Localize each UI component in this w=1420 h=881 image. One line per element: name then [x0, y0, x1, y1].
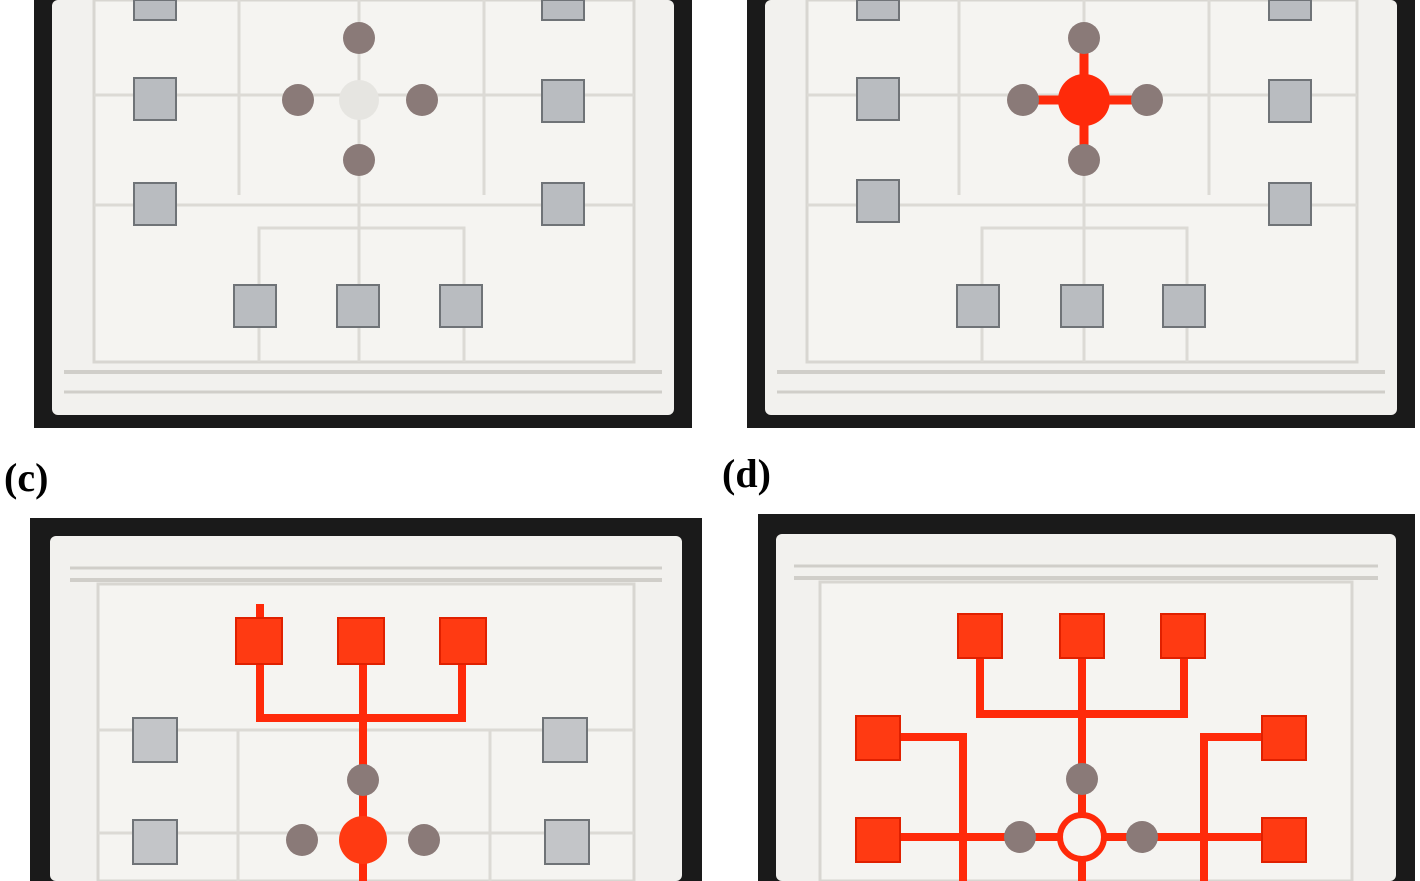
photo-panel-a [34, 0, 692, 428]
chip-photo-d [776, 534, 1396, 881]
photo-panel-d [758, 514, 1415, 881]
chip-photo-b [765, 0, 1397, 415]
panel-label-d: (d) [722, 451, 771, 496]
photo-panel-c [30, 518, 702, 881]
photo-panel-b [747, 0, 1415, 428]
chip-photo-c [50, 536, 682, 881]
panel-label-c: (c) [4, 455, 49, 500]
chip-photo-a [52, 0, 674, 415]
